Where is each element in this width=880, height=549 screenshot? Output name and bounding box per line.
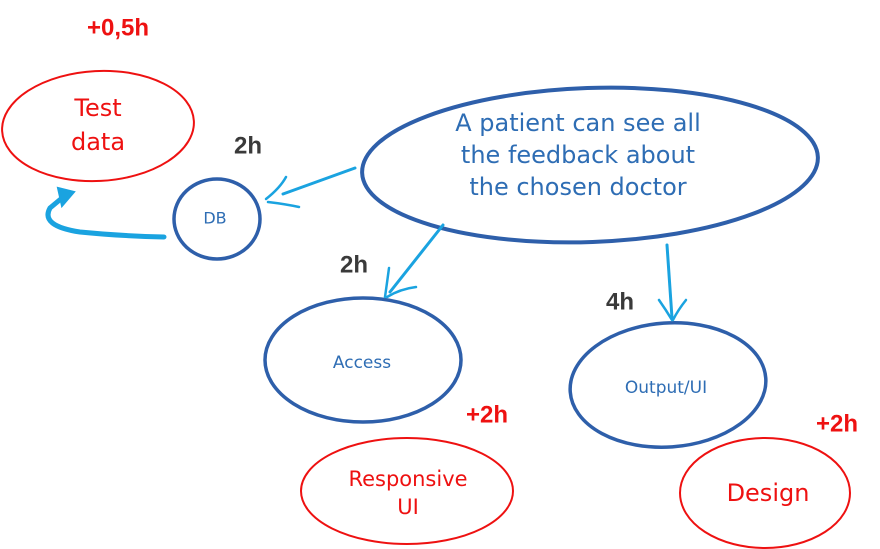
estimate-db: 2h xyxy=(234,132,262,159)
story-node[interactable]: A patient can see all the feedback about… xyxy=(359,80,820,250)
arrow-story-to-access xyxy=(383,223,445,299)
responsive-ui-line-2: UI xyxy=(397,495,419,519)
arrow-story-to-db xyxy=(264,166,357,209)
story-line-1: A patient can see all xyxy=(455,109,701,137)
estimate-access: 2h xyxy=(340,251,368,278)
access-node[interactable]: Access xyxy=(263,296,463,424)
output-ui-label: Output/UI xyxy=(625,378,707,398)
story-line-2: the feedback about xyxy=(461,141,695,169)
test-data-line-2: data xyxy=(71,128,125,156)
output-ui-node[interactable]: Output/UI xyxy=(566,316,770,453)
estimate-design: +2h xyxy=(816,410,858,437)
estimate-test-data: +0,5h xyxy=(87,14,149,41)
db-label: DB xyxy=(203,209,226,228)
test-data-line-1: Test xyxy=(73,94,121,122)
responsive-ui-line-1: Responsive xyxy=(348,467,467,491)
arrow-db-to-test-data xyxy=(45,186,167,240)
access-label: Access xyxy=(333,353,391,373)
estimate-output: 4h xyxy=(606,288,634,315)
test-data-node[interactable]: Test data xyxy=(0,66,197,186)
responsive-ui-node[interactable]: Responsive UI xyxy=(300,437,514,545)
design-node[interactable]: Design xyxy=(679,437,851,549)
design-label: Design xyxy=(727,479,810,507)
arrow-story-to-output xyxy=(657,243,688,322)
estimate-responsive-ui: +2h xyxy=(466,401,508,428)
db-node[interactable]: DB xyxy=(172,177,262,261)
story-line-3: the chosen doctor xyxy=(469,173,686,201)
